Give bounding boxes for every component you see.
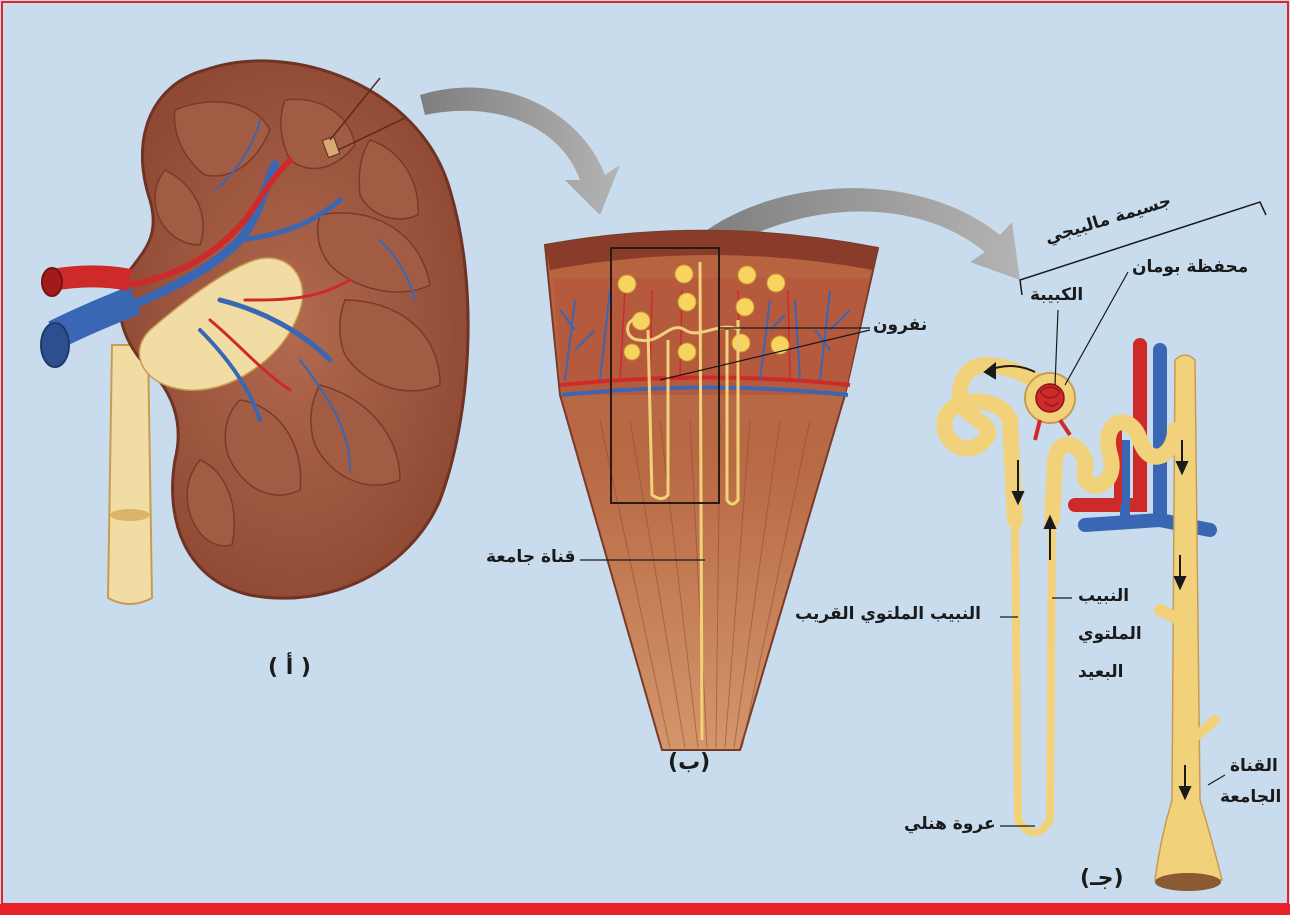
label-proximal-tubule: النبيب الملتوي القريب: [795, 605, 981, 625]
label-collecting-duct-c-line2: الجامعة: [1220, 788, 1281, 808]
label-glomerulus: الكبيبة: [1030, 286, 1083, 306]
label-collecting-duct-b: قناة جامعة: [486, 548, 575, 568]
label-distal-tubule-line3: البعيد: [1078, 663, 1124, 683]
label-distal-tubule-line2: الملتوي: [1078, 625, 1142, 645]
renal-artery-opening: [42, 268, 62, 296]
panel-label-a: ( أ ): [268, 655, 311, 680]
collecting-duct-opening: [1155, 873, 1221, 891]
panel-label-c: (جـ): [1080, 866, 1124, 891]
ureter-lumen: [110, 509, 150, 521]
label-henle-loop: عروة هنلي: [904, 815, 996, 835]
label-nephron: نفرون: [873, 316, 927, 336]
label-distal-tubule-line1: النبيب: [1078, 587, 1129, 607]
panel-label-b: (ب): [668, 750, 710, 775]
ureter: [108, 345, 152, 604]
bottom-red-bar: [0, 904, 1290, 915]
label-bowman-capsule: محفظة بومان: [1132, 258, 1248, 278]
renal-vein-opening: [41, 323, 69, 367]
renal-artery: [52, 276, 130, 280]
label-collecting-duct-c-line1: القناة: [1230, 757, 1278, 777]
